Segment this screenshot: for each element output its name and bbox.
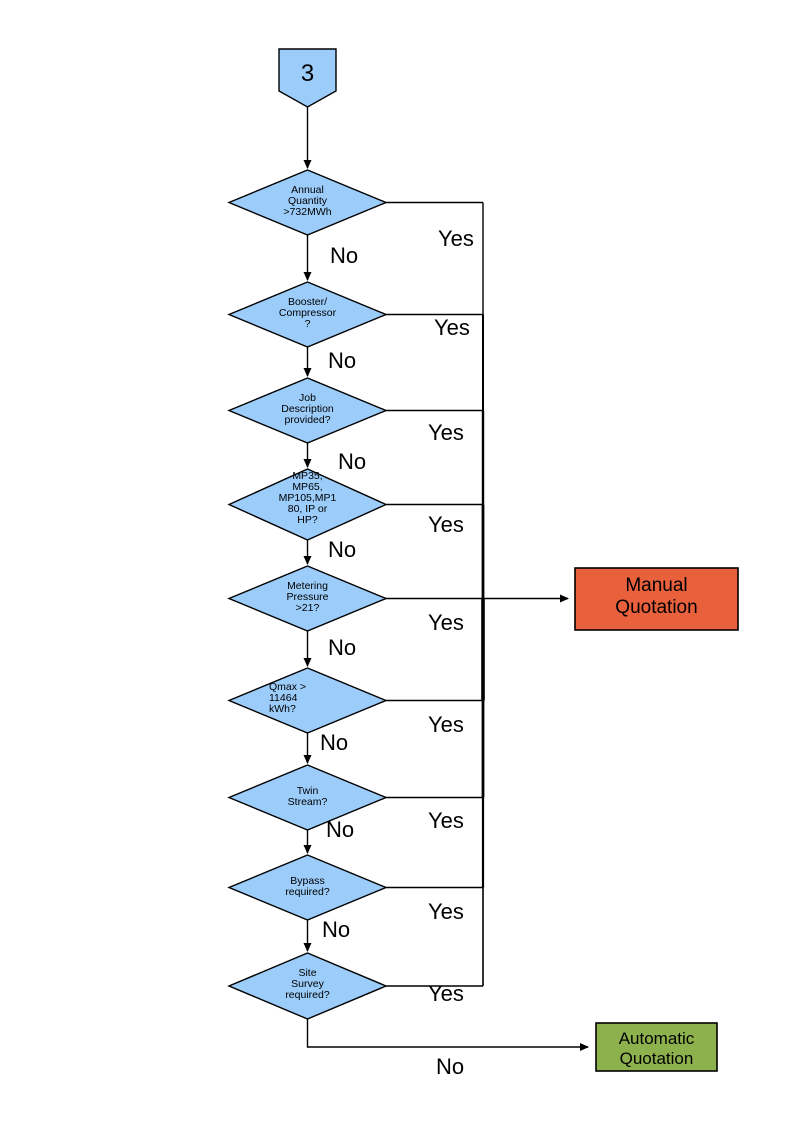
- decision-shape-pressure-tier: [227, 468, 388, 541]
- decision-shape-metering-pressure: [227, 565, 388, 632]
- terminal-shape-manual-quotation: [574, 567, 739, 631]
- edge-label-yes-twin-stream: Yes: [428, 808, 464, 833]
- decision-shape-bypass: [227, 854, 388, 921]
- decision-shape-job-description: [227, 377, 388, 444]
- edge-label-no-site-survey: No: [436, 1054, 465, 1079]
- edge-label-yes-site-survey: Yes: [428, 981, 464, 1006]
- decision-shape-booster-compressor: [227, 281, 388, 348]
- edge-label-no-bypass: No: [322, 917, 351, 942]
- decision-shape-annual-quantity: [227, 169, 388, 236]
- edge-label-no-twin-stream: No: [326, 817, 355, 842]
- edge-label-yes-booster-compressor: Yes: [434, 315, 470, 340]
- decision-shape-qmax: [227, 667, 388, 734]
- edge-label-no-metering-pressure: No: [328, 635, 357, 660]
- decision-shape-site-survey: [227, 952, 388, 1020]
- edge-label-yes-metering-pressure: Yes: [428, 610, 464, 635]
- edge-label-yes-bypass: Yes: [428, 899, 464, 924]
- decision-shape-twin-stream: [227, 764, 388, 831]
- edge-label-yes-qmax: Yes: [428, 712, 464, 737]
- edge-label-no-annual-quantity: No: [330, 243, 359, 268]
- edge-label-yes-annual-quantity: Yes: [438, 226, 474, 251]
- terminal-shape-automatic-quotation: [595, 1022, 718, 1072]
- edge-label-no-booster-compressor: No: [328, 348, 357, 373]
- edge-label-yes-pressure-tier: Yes: [428, 512, 464, 537]
- start-connector-shape: [278, 48, 337, 108]
- edge-label-no-job-description: No: [338, 449, 367, 474]
- edge-label-no-qmax: No: [320, 730, 349, 755]
- edge-label-no-pressure-tier: No: [328, 537, 357, 562]
- edge-label-yes-job-description: Yes: [428, 420, 464, 445]
